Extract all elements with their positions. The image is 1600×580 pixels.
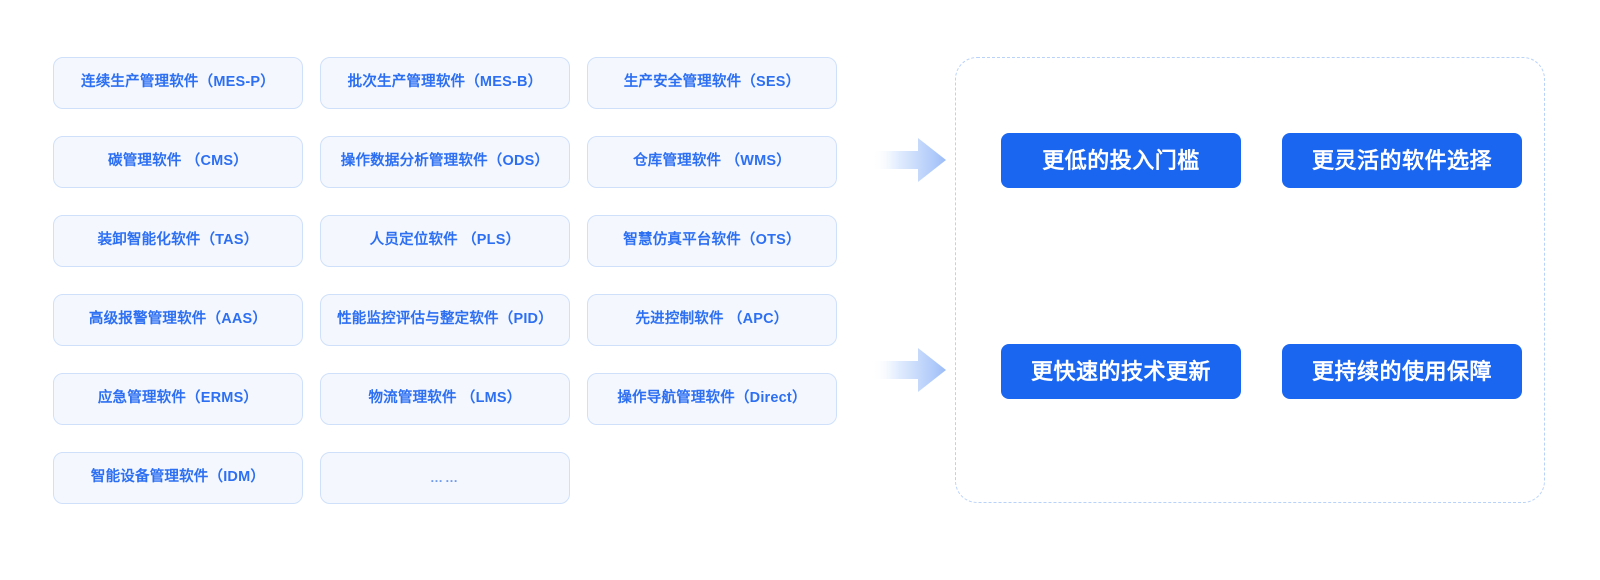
benefit-card-label: 更快速的技术更新 [1030, 358, 1211, 384]
software-card-grid: 连续生产管理软件（MES-P） 批次生产管理软件（MES-B） 生产安全管理软件（S… [53, 57, 840, 504]
software-card-label: 智慧仿真平台软件（OTS） [623, 232, 801, 249]
software-card-label: 性能监控评估与整定软件（PID） [337, 311, 553, 328]
benefit-card[interactable]: 更快速的技术更新 [1001, 344, 1241, 399]
software-card-label: 批次生产管理软件（MES-B） [347, 74, 543, 91]
benefit-panel: 更低的投入门槛 更灵活的软件选择更快速的技术更新 更持续的使用保障 [955, 57, 1545, 503]
software-card[interactable]: 批次生产管理软件（MES-B） [320, 57, 570, 109]
benefit-card-label: 更持续的使用保障 [1311, 358, 1492, 384]
software-card-label: 碳管理软件 （CMS） [108, 153, 248, 170]
software-card-label: 装卸智能化软件（TAS） [97, 232, 259, 249]
software-card-label: 生产安全管理软件（SES） [623, 74, 801, 91]
software-card-label: 操作导航管理软件（Direct） [617, 390, 807, 407]
software-card[interactable]: 智慧仿真平台软件（OTS） [587, 215, 837, 267]
arrow-right-icon-top [870, 134, 948, 186]
software-card-label: 应急管理软件（ERMS） [97, 390, 259, 407]
software-card[interactable]: 装卸智能化软件（TAS） [53, 215, 303, 267]
software-card[interactable]: 操作导航管理软件（Direct） [587, 373, 837, 425]
software-card-label: 先进控制软件 （APC） [635, 311, 789, 328]
software-card[interactable]: 连续生产管理软件（MES-P） [53, 57, 303, 109]
software-card-label: 人员定位软件 （PLS） [369, 232, 521, 249]
software-card[interactable]: 应急管理软件（ERMS） [53, 373, 303, 425]
benefit-card[interactable]: 更低的投入门槛 [1001, 133, 1241, 188]
software-card[interactable]: 人员定位软件 （PLS） [320, 215, 570, 267]
software-card[interactable]: 高级报警管理软件（AAS） [53, 294, 303, 346]
software-card-label: 连续生产管理软件（MES-P） [81, 74, 275, 91]
benefit-card-label: 更灵活的软件选择 [1311, 147, 1492, 173]
software-card[interactable]: 操作数据分析管理软件（ODS） [320, 136, 570, 188]
software-card[interactable]: 智能设备管理软件（IDM） [53, 452, 303, 504]
software-card[interactable]: …… [320, 452, 570, 504]
software-card[interactable]: 仓库管理软件 （WMS） [587, 136, 837, 188]
arrow-right-icon-bottom [870, 344, 948, 396]
software-card[interactable]: 生产安全管理软件（SES） [587, 57, 837, 109]
software-card-label: 操作数据分析管理软件（ODS） [340, 153, 550, 170]
software-card[interactable]: 碳管理软件 （CMS） [53, 136, 303, 188]
software-card[interactable]: 性能监控评估与整定软件（PID） [320, 294, 570, 346]
software-card-label: 高级报警管理软件（AAS） [88, 311, 268, 328]
software-card-label: …… [430, 470, 460, 486]
benefit-card[interactable]: 更持续的使用保障 [1282, 344, 1522, 399]
software-card-label: 物流管理软件 （LMS） [368, 390, 522, 407]
benefit-card[interactable]: 更灵活的软件选择 [1282, 133, 1522, 188]
software-card-label: 仓库管理软件 （WMS） [633, 153, 791, 170]
software-card[interactable]: 先进控制软件 （APC） [587, 294, 837, 346]
software-card-label: 智能设备管理软件（IDM） [90, 469, 266, 486]
software-card[interactable]: 物流管理软件 （LMS） [320, 373, 570, 425]
benefit-card-label: 更低的投入门槛 [1042, 147, 1200, 173]
